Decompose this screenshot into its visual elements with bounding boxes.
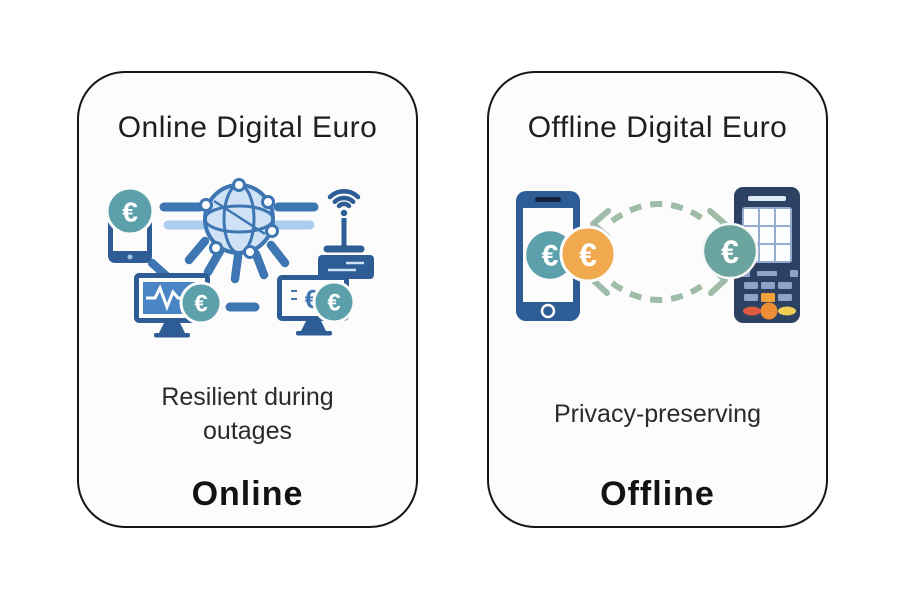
online-illustration: € [105, 178, 374, 338]
offline-mode-label: Offline [600, 475, 715, 513]
offline-card-title: Offline Digital Euro [527, 111, 788, 144]
euro-coin-orange-icon: € [559, 225, 616, 283]
euro-coin-terminal-icon: € [701, 222, 758, 280]
euro-symbol: € [721, 234, 739, 270]
euro-symbol: € [122, 197, 138, 228]
euro-symbol: € [541, 240, 558, 273]
euro-coin-icon: € [179, 281, 222, 325]
euro-coin-icon: € [312, 280, 355, 324]
euro-symbol: € [579, 237, 597, 273]
online-card: Online Digital Euro [77, 71, 418, 528]
offline-illustration: € € [515, 187, 800, 323]
euro-symbol: € [327, 290, 340, 317]
offline-card: Offline Digital Euro [487, 71, 828, 528]
euro-symbol: € [194, 291, 207, 318]
online-mode-label: Online [191, 475, 304, 513]
wifi-router-icon [317, 189, 374, 279]
online-card-title: Online Digital Euro [117, 111, 378, 144]
euro-coin-icon: € [105, 186, 154, 236]
globe-network-icon [198, 178, 279, 259]
online-description: Resilient during outages [161, 382, 334, 446]
offline-description: Privacy-preserving [553, 399, 761, 428]
